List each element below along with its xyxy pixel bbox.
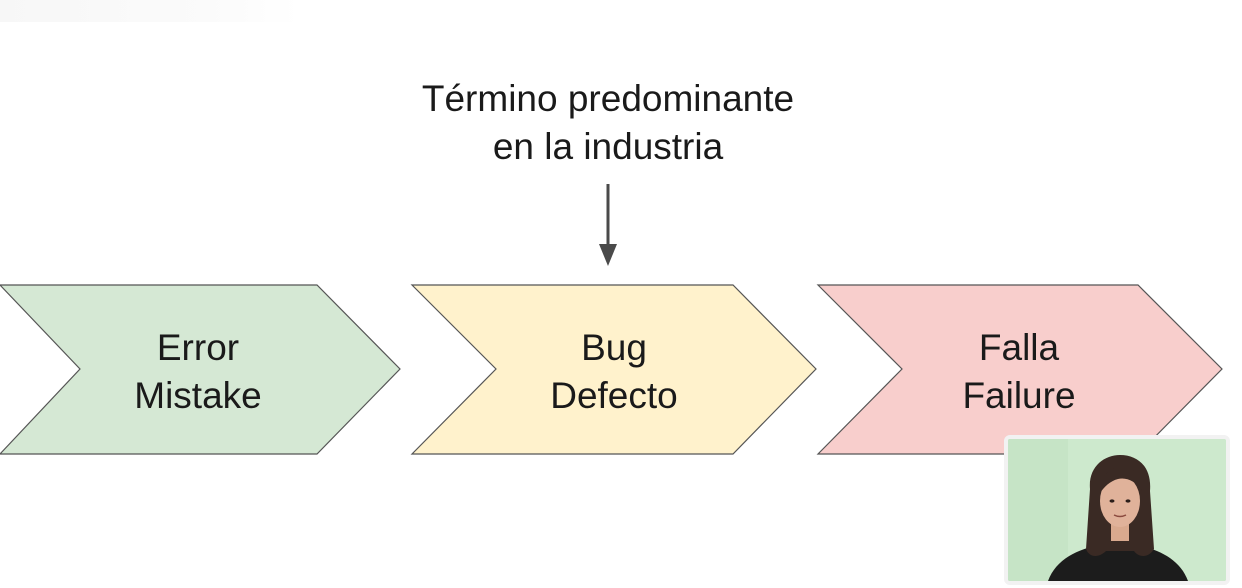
industry-term-annotation: Término predominante en la industria — [360, 75, 856, 171]
chevron-label-defecto: Defecto — [550, 375, 678, 416]
down-arrow — [599, 184, 617, 266]
chevron-label-mistake: Mistake — [134, 375, 261, 416]
chevron-label-failure: Failure — [962, 375, 1075, 416]
presenter-video-icon — [1008, 439, 1226, 581]
chevron-falla-failure: Falla Failure — [816, 284, 1223, 455]
presenter-webcam-overlay — [1004, 435, 1230, 585]
chevron-label-bug: Bug — [581, 327, 647, 368]
chevron-error-mistake: Error Mistake — [0, 284, 401, 455]
chevron-label-falla: Falla — [979, 327, 1060, 368]
annotation-line-1: Término predominante — [421, 78, 795, 119]
blurred-header-strip — [0, 0, 300, 22]
chevron-label-error: Error — [157, 327, 239, 368]
chevron-shape-bug — [410, 284, 817, 455]
annotation-line-2: en la industria — [492, 126, 724, 167]
chevron-bug-defecto: Bug Defecto — [410, 284, 817, 455]
chevron-shape-falla — [816, 284, 1223, 455]
chevron-shape-error — [0, 284, 401, 455]
